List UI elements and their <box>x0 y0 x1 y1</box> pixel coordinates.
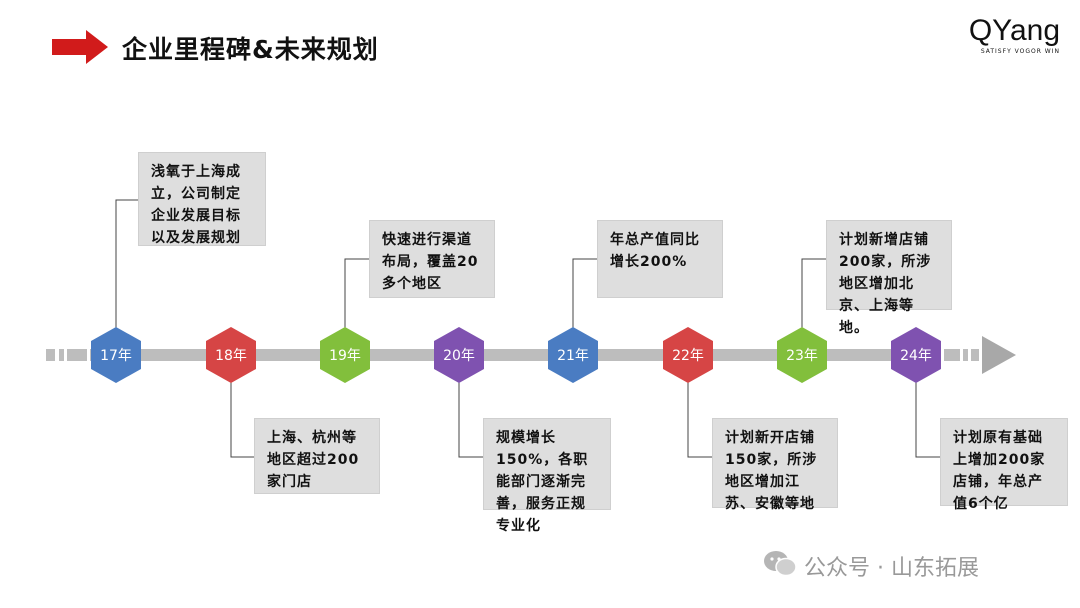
milestone-box-21: 年总产值同比增长200% <box>597 220 723 298</box>
timeline-bar <box>90 349 940 361</box>
connector-line <box>230 382 254 458</box>
milestone-box-20: 规模增长150%，各职能部门逐渐完善，服务正规专业化 <box>483 418 611 534</box>
watermark-text: 公众号 · 山东拓展 <box>804 556 979 581</box>
connector-line <box>458 382 483 458</box>
wechat-icon <box>762 549 798 583</box>
title-arrow-icon <box>52 30 108 68</box>
milestone-year: 24年 <box>900 348 932 364</box>
logo-text: QYang <box>968 14 1060 47</box>
connector-line <box>344 258 369 328</box>
logo-tagline: SATISFY VOGOR WIN <box>980 48 1060 55</box>
connector-line <box>572 258 597 328</box>
timeline-dash <box>944 349 960 361</box>
timeline-dash <box>963 349 968 361</box>
timeline-arrowhead <box>982 336 1016 374</box>
milestone-year: 21年 <box>557 348 589 364</box>
timeline-dash <box>971 349 979 361</box>
milestone-box-24: 计划原有基础上增加200家店铺，年总产值6个亿 <box>940 418 1068 512</box>
milestone-hex-17: 17年 <box>91 327 141 383</box>
timeline-dash <box>46 349 55 361</box>
milestone-box-22: 计划新开店铺150家，所涉地区增加江苏、安徽等地 <box>712 418 838 512</box>
connector-line <box>115 199 138 328</box>
timeline-dash <box>67 349 87 361</box>
milestone-hex-20: 20年 <box>434 327 484 383</box>
timeline-dash <box>59 349 64 361</box>
page-title: 企业里程碑&未来规划 <box>122 35 379 64</box>
milestone-box-23: 计划新增店铺200家，所涉地区增加北京、上海等地。 <box>826 220 952 336</box>
connector-line <box>687 382 712 458</box>
logo: QYang SATISFY VOGOR WIN <box>968 14 1060 56</box>
milestone-hex-19: 19年 <box>320 327 370 383</box>
milestone-hex-18: 18年 <box>206 327 256 383</box>
milestone-year: 23年 <box>786 348 818 364</box>
milestone-box-18: 上海、杭州等地区超过200家门店 <box>254 418 380 494</box>
milestone-year: 17年 <box>100 348 132 364</box>
milestone-year: 20年 <box>443 348 475 364</box>
milestone-year: 19年 <box>329 348 361 364</box>
connector-line <box>801 258 826 328</box>
milestone-year: 22年 <box>672 348 704 364</box>
connector-line <box>915 382 940 458</box>
milestone-year: 18年 <box>215 348 247 364</box>
milestone-box-17: 浅氧于上海成立，公司制定企业发展目标以及发展规划 <box>138 152 266 246</box>
milestone-box-19: 快速进行渠道布局，覆盖20多个地区 <box>369 220 495 298</box>
